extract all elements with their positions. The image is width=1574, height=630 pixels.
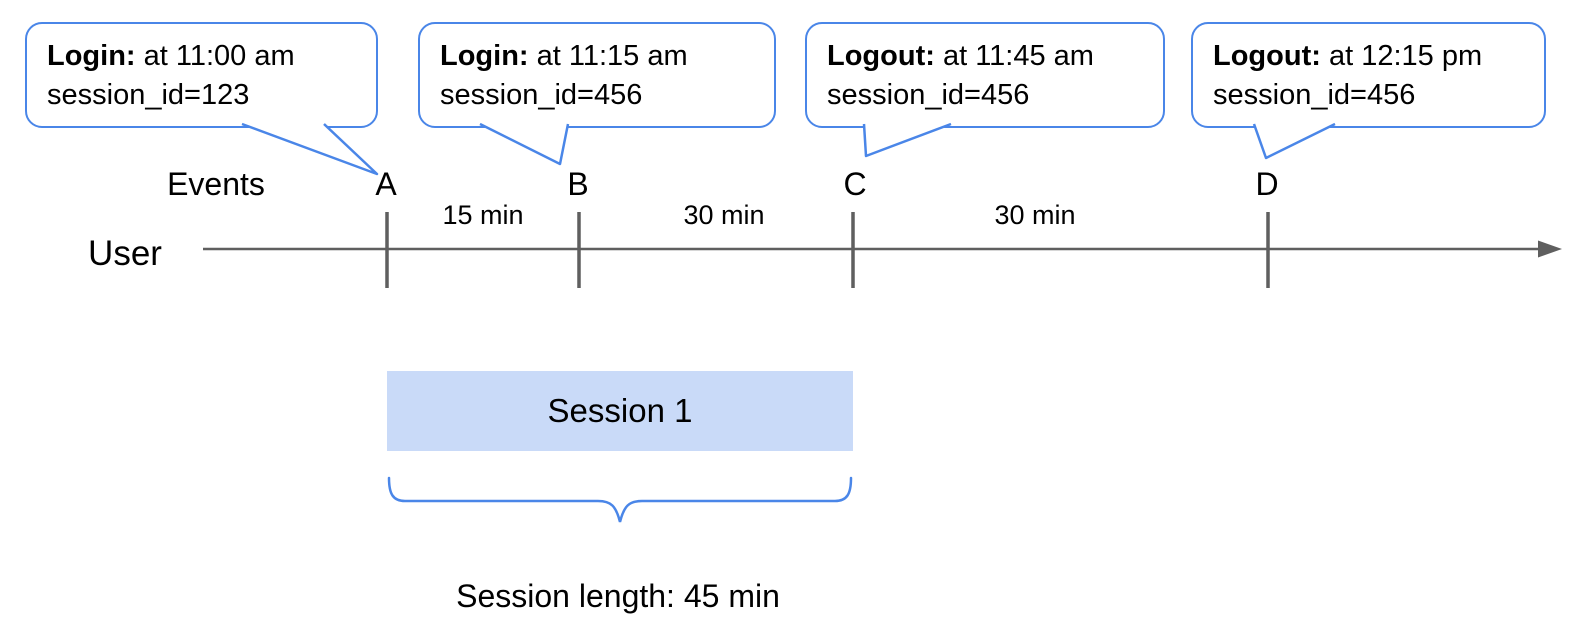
session-id-label: session_id=456 — [440, 79, 643, 111]
session-1-box: Session 1 — [387, 371, 853, 451]
callout-logout-c: Logout: at 11:45 am session_id=456 — [805, 22, 1165, 128]
callout-line1: Login: at 11:15 am — [440, 37, 754, 76]
timeline-arrowhead-icon — [1538, 240, 1562, 258]
event-type-label: Logout: — [827, 40, 935, 72]
callout-line1: Login: at 11:00 am — [47, 37, 356, 76]
session-1-label: Session 1 — [547, 392, 693, 429]
event-time-label: at 11:45 am — [934, 40, 1094, 72]
user-row-label: User — [88, 234, 162, 273]
session-id-label: session_id=456 — [827, 79, 1030, 111]
interval-label-cd: 30 min — [994, 200, 1076, 230]
session-id-label: session_id=456 — [1213, 79, 1416, 111]
session-id-label: session_id=123 — [47, 79, 250, 111]
event-type-label: Login: — [47, 40, 136, 72]
event-marker-label-c: C — [843, 166, 867, 202]
callout-login-a: Login: at 11:00 am session_id=123 — [25, 22, 378, 128]
event-time-label: at 12:15 pm — [1320, 40, 1483, 72]
callout-line1: Logout: at 12:15 pm — [1213, 37, 1524, 76]
interval-label-ab: 15 min — [442, 200, 524, 230]
callout-tail-c — [862, 122, 952, 158]
session-length-caption: Session length: 45 min — [456, 578, 780, 614]
event-time-label: at 11:15 am — [528, 40, 688, 72]
event-time-label: at 11:00 am — [135, 40, 295, 72]
callout-login-b: Login: at 11:15 am session_id=456 — [418, 22, 776, 128]
events-row-label: Events — [167, 166, 265, 202]
callout-tail-d — [1252, 122, 1336, 160]
event-marker-label-b: B — [567, 166, 589, 202]
event-marker-label-d: D — [1255, 166, 1279, 202]
event-type-label: Logout: — [1213, 40, 1321, 72]
callout-logout-d: Logout: at 12:15 pm session_id=456 — [1191, 22, 1546, 128]
event-marker-label-a: A — [375, 166, 397, 202]
interval-label-bc: 30 min — [683, 200, 765, 230]
callout-tail-b — [479, 122, 570, 166]
callout-line1: Logout: at 11:45 am — [827, 37, 1143, 76]
event-type-label: Login: — [440, 40, 529, 72]
session-length-brace — [387, 476, 853, 523]
